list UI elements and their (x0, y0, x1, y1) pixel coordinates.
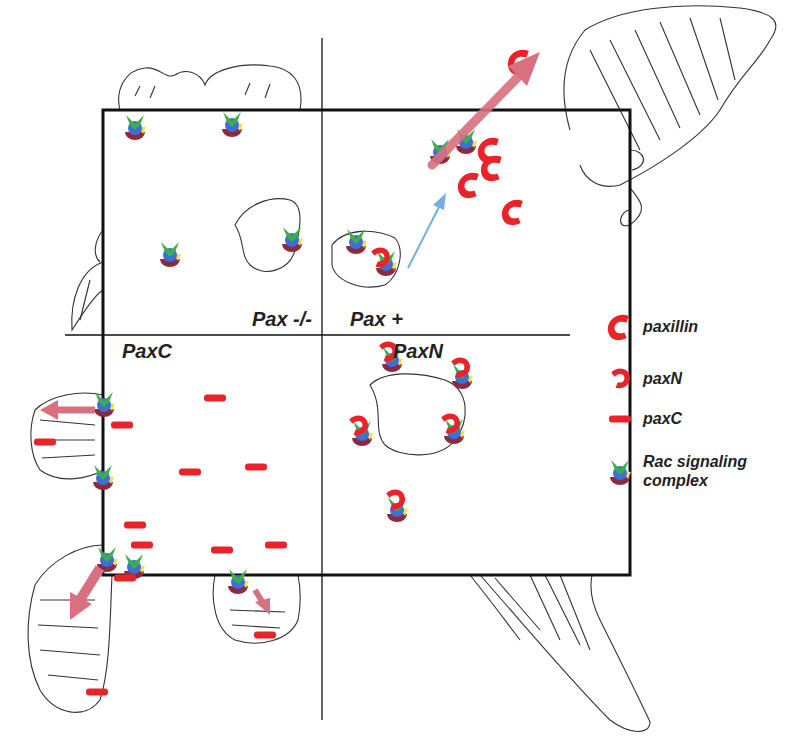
legend-item: paxillin (605, 312, 795, 342)
paxN-shape (349, 416, 368, 436)
divider (65, 334, 570, 335)
paxN-shape (451, 358, 470, 378)
paxC-shape (111, 422, 133, 429)
frame (103, 110, 630, 575)
legend-label: paxillin (643, 317, 698, 336)
paxillin-shape (478, 138, 499, 163)
cell-outlines (28, 6, 776, 732)
rac-complex (346, 229, 367, 254)
legend-swatch (605, 456, 635, 486)
paxN-shape (371, 248, 390, 268)
paxC-shape (34, 439, 56, 446)
rac-complex (160, 242, 181, 267)
paxC-shape (609, 416, 631, 423)
paxN-shape (386, 490, 405, 510)
paxN-shape (441, 414, 460, 434)
paxN-shape (611, 369, 630, 389)
legend-swatch (605, 312, 635, 342)
molecules (34, 50, 529, 696)
paxC-shape (179, 469, 201, 476)
paxC-shape (265, 542, 287, 549)
rac-complex (93, 465, 114, 490)
paxC-shape (131, 542, 153, 549)
legend-item: paxN (605, 364, 795, 394)
paxC-shape (86, 689, 108, 696)
quadrant: PaxN (322, 335, 630, 575)
quadrant-label: Pax + (350, 309, 403, 329)
rac-complex (610, 460, 631, 485)
rac-complex (222, 112, 243, 137)
legend-item: paxC (605, 404, 795, 434)
quadrant: PaxC (103, 335, 322, 575)
arrows (40, 52, 540, 620)
divider (321, 38, 322, 720)
paxC-shape (211, 547, 233, 554)
paxC-shape (114, 575, 136, 582)
paxillin-shape (458, 173, 479, 198)
rac-complex (94, 392, 115, 417)
rac-complex (228, 569, 249, 594)
paxC-shape (245, 464, 267, 471)
legend-label: paxN (643, 369, 682, 388)
paxillin-shape (608, 315, 629, 340)
quadrant-label: PaxC (122, 341, 172, 361)
quadrant-label: PaxN (393, 341, 443, 361)
legend-label: Rac signaling complex (643, 452, 758, 490)
legend-swatch (605, 364, 635, 394)
paxC-shape (204, 395, 226, 402)
legend-swatch (605, 404, 635, 434)
legend-label: paxC (643, 409, 682, 428)
quadrant: Pax + (322, 110, 630, 335)
paxillin-shape (502, 200, 523, 225)
paxC-shape (124, 522, 146, 529)
rac-complex (125, 115, 146, 140)
legend-item: Rac signaling complex (605, 452, 795, 490)
paxC-shape (254, 632, 276, 639)
rac-complex (282, 227, 303, 252)
quadrant-label: Pax -/- (252, 309, 312, 329)
quadrant: Pax -/- (103, 110, 322, 335)
